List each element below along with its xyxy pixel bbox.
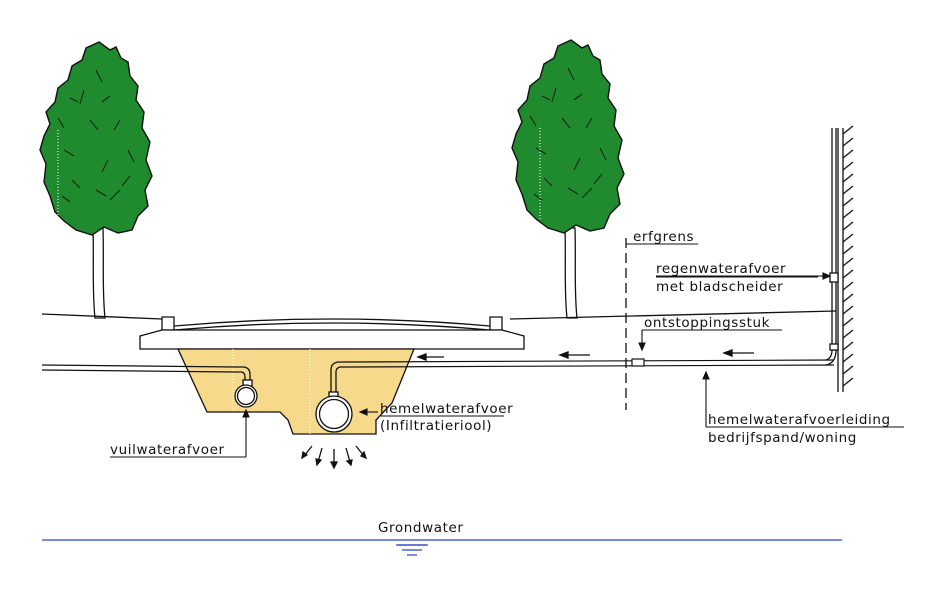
- infiltratieriool-label: (Infiltratieriool): [380, 418, 492, 434]
- tree-foliage-left: [39, 41, 153, 236]
- ground-surface: [41, 310, 837, 320]
- hemelwaterafvoerleiding-label: hemelwaterafvoerleiding: [708, 412, 891, 428]
- foul-water-pipe: [234, 366, 258, 408]
- hemelwaterafvoer-label: hemelwaterafvoer: [380, 401, 513, 417]
- tree-foliage-right: [511, 39, 625, 234]
- bedrijfspand-woning-label: bedrijfspand/woning: [708, 430, 857, 446]
- erfgrens-label: erfgrens: [633, 229, 694, 245]
- house-connection-pipe: [41, 358, 835, 373]
- flow-arrows: [416, 349, 754, 361]
- regenwaterafvoer-label: regenwaterafvoer: [656, 261, 786, 277]
- trench-backfill: [176, 348, 415, 435]
- tree-icon: [39, 41, 153, 319]
- vuilwaterafvoer-label: vuilwaterafvoer: [110, 442, 225, 458]
- road-slab: [139, 316, 525, 350]
- ontstoppingsstuk-label: ontstoppingsstuk: [644, 315, 770, 331]
- grondwater-label: Grondwater: [378, 520, 464, 536]
- label-underlines: [380, 276, 818, 417]
- tree-icon: [511, 39, 625, 319]
- leader-lines: [110, 243, 904, 458]
- water-level-icon: [396, 544, 428, 556]
- bladscheider-label: met bladscheider: [656, 279, 783, 295]
- building-wall: [825, 125, 854, 392]
- infiltration-pipe: [301, 361, 368, 470]
